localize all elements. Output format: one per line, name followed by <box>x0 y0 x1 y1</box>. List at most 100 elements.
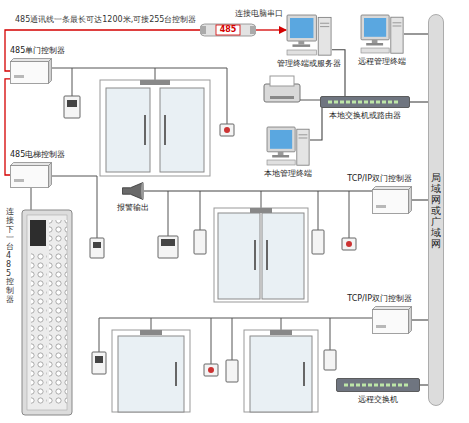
door-handle <box>254 240 256 270</box>
controller-top <box>11 163 52 166</box>
pc-drive <box>299 138 308 139</box>
controller-detail <box>14 179 24 182</box>
wire <box>281 318 282 330</box>
switch-port <box>340 101 344 104</box>
connector <box>256 29 286 30</box>
printer-paper <box>270 76 294 86</box>
node-label: 485 <box>220 26 237 34</box>
connector <box>420 384 428 385</box>
pc-drive <box>320 23 329 24</box>
node-label: 本地管理终端 <box>264 168 312 179</box>
connector <box>5 79 10 175</box>
pc-base <box>272 155 289 158</box>
device-node: 本地管理终端 <box>266 126 310 166</box>
glass-door <box>106 88 150 172</box>
device-icon <box>286 14 332 56</box>
pc-monitor <box>361 15 389 40</box>
switch-port <box>356 384 360 387</box>
controller-front <box>373 190 409 214</box>
device-node: 485 <box>200 22 256 38</box>
pc-drive <box>320 26 329 27</box>
device-node: 管理终端或服务器 <box>286 14 332 56</box>
switch-body <box>337 379 420 392</box>
pc-monitor <box>287 15 316 41</box>
node-label: TCP/IP双门控制器 <box>347 173 412 184</box>
elevator-buttons <box>31 252 47 405</box>
pc-tower <box>391 17 403 53</box>
device-node: 485单门控制器 <box>10 58 52 84</box>
switch-port <box>368 384 372 387</box>
alarm-horn-mouth <box>141 183 144 200</box>
converter-plug <box>200 26 206 34</box>
pc-stand <box>278 152 284 155</box>
glass-door <box>160 88 204 172</box>
node-label: 485电梯控制器 <box>10 149 65 160</box>
switch-port <box>376 101 380 104</box>
device-icon <box>372 186 412 214</box>
controller-side <box>409 307 412 334</box>
connector <box>332 50 345 96</box>
pc-screen <box>270 130 292 149</box>
switch-port <box>358 101 362 104</box>
door-handle <box>303 362 305 386</box>
switch-port <box>386 384 390 387</box>
keypad-reader <box>158 236 178 258</box>
device-node: 局域网或广域网 <box>428 14 444 406</box>
magnetic-lock <box>140 330 162 335</box>
device-node: 报警输出 <box>122 182 144 200</box>
pc-stand <box>372 40 378 43</box>
network-bar <box>429 15 444 406</box>
label-box: 485 <box>220 26 237 34</box>
connector <box>310 108 322 140</box>
controller-detail <box>376 205 386 208</box>
wire <box>31 188 32 210</box>
connector <box>412 319 428 320</box>
pc-drive <box>393 26 402 27</box>
pc-tower <box>297 129 309 165</box>
controller-side <box>49 59 52 84</box>
wire <box>72 68 73 96</box>
door-frame <box>112 330 190 412</box>
wire <box>318 191 319 230</box>
connector <box>410 101 428 102</box>
pc-base <box>366 43 383 46</box>
pc-stand <box>298 41 304 44</box>
switch-port <box>398 384 402 387</box>
label-box: 本地管理终端 <box>264 168 312 179</box>
exit-button-dot <box>224 127 230 133</box>
card-reader <box>226 360 238 382</box>
printer-body <box>264 84 300 102</box>
pc-drive <box>393 22 402 23</box>
note-label: 连接下一台485控制器 <box>6 208 14 305</box>
switch-port <box>374 384 378 387</box>
switch-body <box>321 97 410 108</box>
card-reader <box>324 350 336 370</box>
card-reader <box>194 230 206 254</box>
device-icon <box>266 126 310 166</box>
controller-top <box>373 187 412 190</box>
switch-port <box>380 384 384 387</box>
exit-button-dot <box>208 367 214 373</box>
door <box>250 336 312 412</box>
node-label: 本地交换机或路由器 <box>329 110 401 121</box>
label-box: 远程管理终端 <box>358 56 406 67</box>
exit-button <box>342 238 356 250</box>
device-icon <box>372 306 412 334</box>
door-handle <box>266 240 268 270</box>
controller-front <box>373 310 409 334</box>
door-handle <box>175 362 177 386</box>
magnetic-lock <box>250 208 272 213</box>
wire <box>151 318 152 330</box>
node-label: TCP/IP双门控制器 <box>347 293 412 304</box>
magnetic-lock <box>270 330 292 335</box>
device-node: 远程管理终端 <box>360 14 404 54</box>
node-label: 485单门控制器 <box>10 45 65 56</box>
edge-label: 485通讯线一条最长可达1200米,可接255台控制器 <box>14 14 197 25</box>
device-node: 485电梯控制器 <box>10 162 52 188</box>
connector <box>412 199 428 200</box>
door-handle <box>144 115 146 145</box>
wire <box>211 318 212 364</box>
switch-port <box>388 101 392 104</box>
wire <box>168 191 169 236</box>
